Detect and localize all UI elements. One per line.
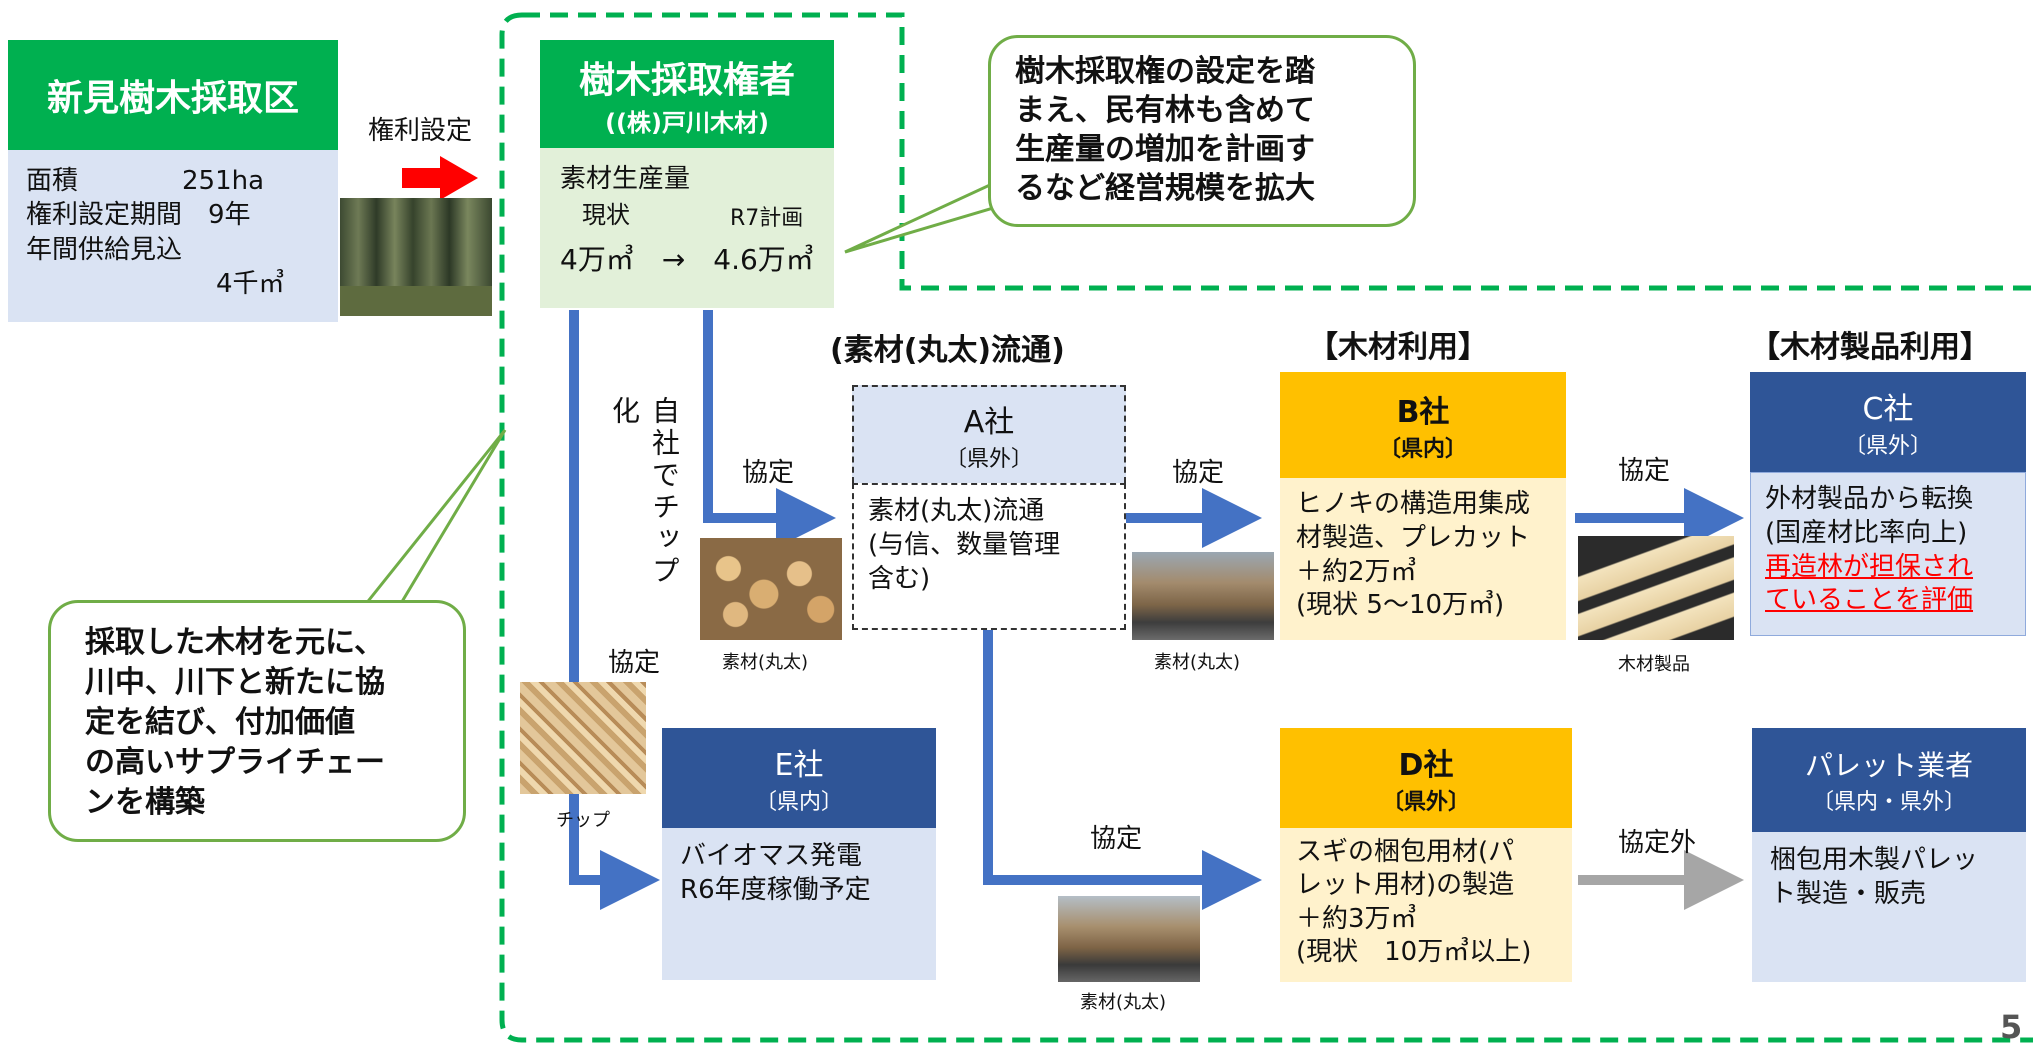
volume-change: 4万㎥ → 4.6万㎥ bbox=[560, 243, 814, 276]
pallet-company-line: 梱包用木製パレッ bbox=[1770, 845, 1979, 875]
company-e-line: R6年度稼働予定 bbox=[680, 874, 871, 905]
flow-holder-to-a bbox=[703, 310, 836, 548]
holder-header: 樹木採取権者 ((株)戸川木材) bbox=[540, 40, 834, 148]
callout-left-tail bbox=[361, 429, 507, 607]
current-label: 現状 bbox=[582, 201, 630, 229]
truck-photo-2-caption: 素材(丸太) bbox=[1080, 992, 1167, 1013]
company-d-region: 〔県外〕 bbox=[1381, 790, 1470, 815]
company-b-line: 材製造、プレカット bbox=[1296, 522, 1531, 553]
company-a-region: 〔県外〕 bbox=[944, 447, 1033, 472]
company-b-region: 〔県内〕 bbox=[1378, 437, 1467, 462]
company-d-header: D社 〔県外〕 bbox=[1280, 728, 1572, 828]
pallet-company-name: パレット業者 bbox=[1804, 749, 1973, 782]
dashed-group-boundary bbox=[499, 12, 2033, 1043]
truck-photo-2 bbox=[1058, 896, 1200, 982]
callout-left-line: 川中、川下と新たに協 bbox=[85, 664, 385, 700]
company-a-name: A社 bbox=[963, 405, 1015, 440]
company-c-body: 外材製品から転換 (国産材比率向上) 再造林が担保され ていることを評価 bbox=[1750, 472, 2026, 636]
company-b-line: ヒノキの構造用集成 bbox=[1296, 489, 1531, 519]
agreement-label-chip: 協定 bbox=[608, 648, 661, 678]
section-header-distribution: (素材(丸太)流通) bbox=[830, 333, 1065, 368]
section-header-wood-use: 【木材利用】 bbox=[1308, 330, 1488, 365]
company-e-header: E社 〔県内〕 bbox=[662, 728, 936, 828]
company-d-line: ＋約3万㎥ bbox=[1296, 903, 1417, 934]
callout-top-line: るなど経営規模を拡大 bbox=[1015, 171, 1315, 206]
area-detail-line: 4千㎥ bbox=[216, 268, 285, 299]
chip-flow-line bbox=[569, 310, 660, 910]
company-c-region: 〔県外〕 bbox=[1843, 434, 1932, 459]
company-c-highlight-line: ていることを評価 bbox=[1765, 585, 1974, 616]
company-c-header: C社 〔県外〕 bbox=[1750, 372, 2026, 472]
company-a-body: 素材(丸太)流通 (与信、数量管理 含む) bbox=[852, 483, 1126, 630]
company-a-line: 素材(丸太)流通 bbox=[868, 496, 1045, 526]
company-c-line: (国産材比率向上) bbox=[1765, 517, 1968, 548]
agreement-label-a-to-b: 協定 bbox=[1172, 458, 1225, 488]
production-label: 素材生産量 bbox=[560, 164, 691, 194]
area-detail-line: 年間供給見込 bbox=[26, 234, 183, 265]
flow-a-to-d bbox=[983, 630, 1262, 910]
company-b-body: ヒノキの構造用集成 材製造、プレカット ＋約2万㎥ (現状 5～10万㎥) bbox=[1280, 478, 1566, 640]
callout-left: 採取した木材を元に、 川中、川下と新たに協 定を結び、付加価値 の高いサプライチ… bbox=[48, 600, 466, 842]
pallet-company-region: 〔県内・県外〕 bbox=[1811, 790, 1966, 815]
agreement-label-a-to-d: 協定 bbox=[1090, 824, 1143, 854]
forest-photo bbox=[340, 198, 492, 316]
agreement-label-d-to-pallet: 協定外 bbox=[1618, 828, 1697, 858]
rights-setting-arrow bbox=[402, 156, 478, 200]
callout-left-line: ンを構築 bbox=[85, 784, 205, 820]
pallet-company-line: ト製造・販売 bbox=[1770, 878, 1927, 909]
page-number: 5 bbox=[2000, 1008, 2023, 1046]
truck-photo-1 bbox=[1132, 552, 1274, 640]
callout-top: 樹木採取権の設定を踏 まえ、民有林も含めて 生産量の増加を計画す るなど経営規模… bbox=[988, 35, 1416, 227]
area-title-header: 新見樹木採取区 bbox=[8, 40, 338, 150]
company-b-name: B社 bbox=[1396, 395, 1450, 430]
area-detail-line: 面積 251ha bbox=[26, 166, 265, 196]
company-a-line: 含む) bbox=[868, 563, 931, 594]
area-details: 面積 251ha 権利設定期間 9年 年間供給見込 4千㎥ bbox=[8, 150, 338, 322]
plan-label: R7計画 bbox=[730, 206, 804, 231]
company-c-line: 外材製品から転換 bbox=[1765, 484, 1974, 514]
chips-photo-caption: チップ bbox=[556, 810, 610, 831]
section-header-product-use: 【木材製品利用】 bbox=[1750, 330, 1990, 365]
rights-setting-label: 権利設定 bbox=[368, 116, 473, 146]
company-e-body: バイオマス発電 R6年度稼働予定 bbox=[662, 828, 936, 980]
callout-top-line: まえ、民有林も含めて bbox=[1015, 93, 1315, 128]
pallet-company-header: パレット業者 〔県内・県外〕 bbox=[1752, 728, 2026, 832]
holder-details: 素材生産量 現状 R7計画 4万㎥ → 4.6万㎥ bbox=[540, 148, 834, 308]
company-d-line: レット用材)の製造 bbox=[1296, 870, 1515, 901]
wood-product-caption: 木材製品 bbox=[1618, 654, 1690, 675]
logs-photo-caption: 素材(丸太) bbox=[722, 652, 809, 673]
chips-photo bbox=[520, 682, 646, 794]
callout-left-line: 定を結び、付加価値 bbox=[85, 704, 355, 740]
callout-left-line: 採取した木材を元に、 bbox=[85, 625, 385, 660]
company-e-name: E社 bbox=[774, 748, 824, 783]
company-d-line: スギの梱包用材(パ bbox=[1296, 837, 1515, 867]
area-detail-line: 権利設定期間 9年 bbox=[26, 200, 251, 231]
company-c-name: C社 bbox=[1862, 392, 1914, 427]
logs-photo bbox=[700, 538, 842, 640]
agreement-label-b-to-c: 協定 bbox=[1618, 456, 1671, 486]
area-title: 新見樹木採取区 bbox=[46, 78, 299, 119]
company-d-body: スギの梱包用材(パ レット用材)の製造 ＋約3万㎥ (現状 10万㎥以上) bbox=[1280, 828, 1572, 982]
company-a-line: (与信、数量管理 bbox=[868, 529, 1061, 560]
pallet-company-body: 梱包用木製パレッ ト製造・販売 bbox=[1752, 832, 2026, 982]
holder-subtitle: ((株)戸川木材) bbox=[605, 108, 769, 137]
self-chipping-label: 自社でチップ化 bbox=[608, 396, 681, 588]
callout-top-line: 生産量の増加を計画す bbox=[1015, 132, 1315, 167]
callout-left-line: の高いサプライチェー bbox=[85, 744, 385, 780]
company-b-header: B社 〔県内〕 bbox=[1280, 372, 1566, 478]
company-e-region: 〔県内〕 bbox=[754, 790, 843, 815]
agreement-label-holder-to-a: 協定 bbox=[742, 458, 795, 488]
company-e-line: バイオマス発電 bbox=[680, 841, 863, 871]
company-c-highlight-line: 再造林が担保され bbox=[1765, 551, 1974, 582]
callout-top-line: 樹木採取権の設定を踏 bbox=[1015, 54, 1315, 89]
company-a-header: A社 〔県外〕 bbox=[852, 385, 1126, 483]
company-d-line: (現状 10万㎥以上) bbox=[1296, 936, 1532, 967]
company-d-name: D社 bbox=[1398, 748, 1454, 783]
company-b-line: ＋約2万㎥ bbox=[1296, 556, 1417, 587]
company-b-line: (現状 5～10万㎥) bbox=[1296, 590, 1505, 621]
wood-product-photo bbox=[1578, 536, 1734, 640]
truck-photo-1-caption: 素材(丸太) bbox=[1154, 652, 1241, 673]
holder-title: 樹木採取権者 bbox=[578, 59, 795, 101]
